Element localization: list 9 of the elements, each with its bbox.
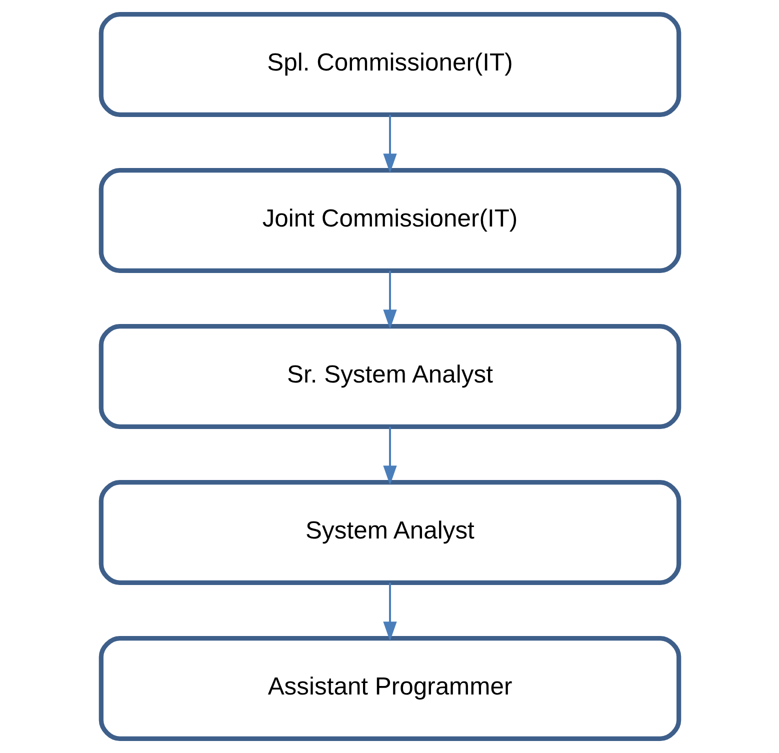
arrow xyxy=(382,114,396,174)
arrow xyxy=(382,426,396,486)
node-box: System Analyst xyxy=(98,480,681,585)
node-box: Assistant Programmer xyxy=(98,636,681,741)
node-box: Sr. System Analyst xyxy=(98,324,681,430)
node-box: Joint Commissioner(IT) xyxy=(98,168,681,274)
node-box: Spl. Commissioner(IT) xyxy=(98,12,681,118)
arrow xyxy=(382,582,396,642)
arrow xyxy=(382,270,396,330)
